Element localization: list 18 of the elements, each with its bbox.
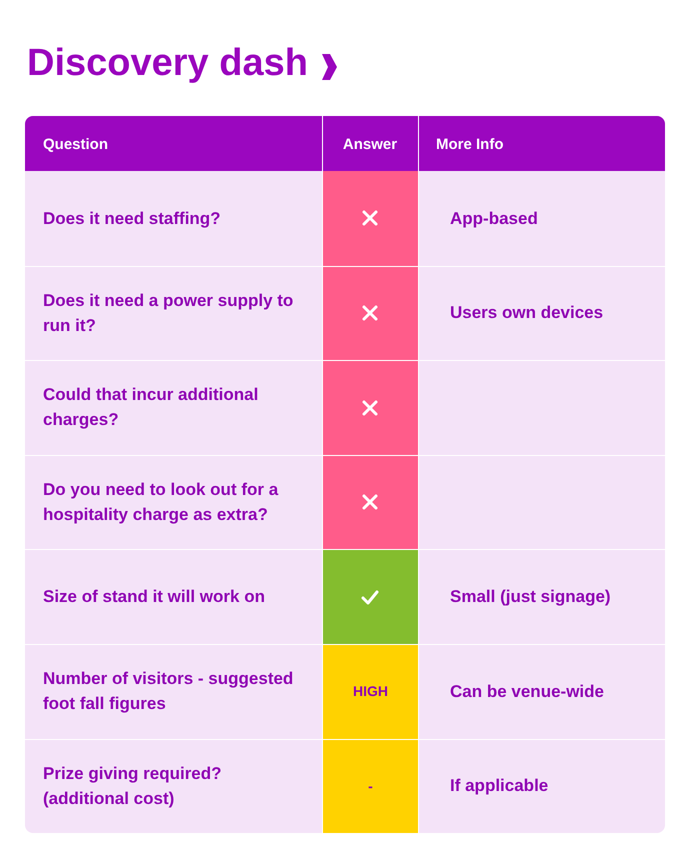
title: Discovery dash xyxy=(27,42,308,85)
column-header: Question xyxy=(43,135,108,155)
question-text: Size of stand it will work on xyxy=(43,586,265,608)
column-header: Answer xyxy=(342,135,398,155)
question-text: Does it need a power supply to run it? xyxy=(43,290,294,337)
answer-text: HIGH xyxy=(353,683,388,700)
question-text: Prize giving required? (additional cost) xyxy=(43,762,223,810)
info-text: Can be venue-wide xyxy=(450,680,604,703)
question-text: Does it need staffing? xyxy=(43,208,221,230)
question-text: Could that incur additional charges? xyxy=(43,384,260,432)
info-text: Small (just signage) xyxy=(450,586,611,608)
column-header: More Info xyxy=(436,135,504,155)
answer-text: - xyxy=(368,778,373,794)
info-text: App-based xyxy=(450,208,538,230)
question-text: Number of visitors - suggested foot fall figures xyxy=(43,668,294,716)
info-text: Users own devices xyxy=(450,302,604,324)
info-text: If applicable xyxy=(450,775,548,798)
question-text: Do you need to look out for a hospitality charge as extra? xyxy=(43,479,280,526)
